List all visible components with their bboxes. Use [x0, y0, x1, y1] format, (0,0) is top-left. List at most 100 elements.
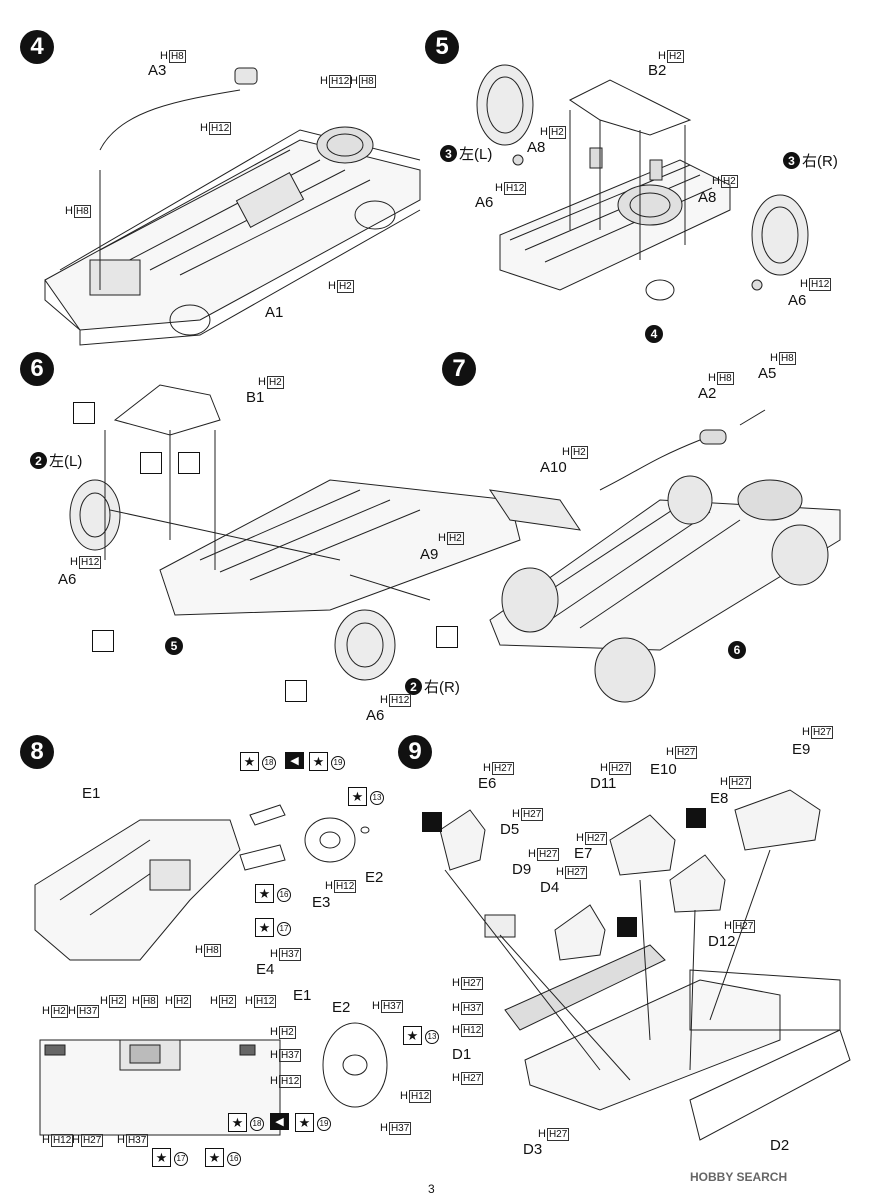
- part-label-b1: B1: [246, 389, 265, 406]
- part-label-e1: E1: [82, 785, 101, 802]
- decal-number: 18: [250, 1117, 264, 1131]
- decal-number: 13: [370, 791, 384, 805]
- step8-dashboard-drawing: [34, 804, 388, 1136]
- cement-icon: [178, 452, 200, 474]
- part-label-e9: E9: [792, 741, 811, 758]
- part-label-e4: E4: [256, 961, 275, 978]
- part-label-d3: D3: [523, 1141, 543, 1158]
- decal-number: 19: [331, 756, 345, 770]
- step-number-5: 5: [425, 30, 459, 64]
- part-label-a9: A9: [420, 546, 439, 563]
- part-label-e2: E2: [365, 869, 384, 886]
- step-number-7: 7: [442, 352, 476, 386]
- part-label-e6: E6: [478, 775, 497, 792]
- subassembly-ref-4: 4: [645, 325, 663, 343]
- part-label-a10: A10: [540, 459, 567, 476]
- part-label-a6-right: A6: [366, 707, 385, 724]
- decal-star-icon: ★: [309, 752, 328, 771]
- decal-star-icon: ★: [240, 752, 259, 771]
- part-label-e1-front: E1: [293, 987, 312, 1004]
- arrow-marker-icon: ◀: [270, 1113, 289, 1130]
- watermark: HOBBY SEARCH: [690, 1170, 788, 1184]
- step-number-9: 9: [398, 735, 432, 769]
- decal-star-icon: ★: [255, 918, 274, 937]
- decal-star-icon: ★: [205, 1148, 224, 1167]
- decal-number: 19: [317, 1117, 331, 1131]
- part-label-e10: E10: [650, 761, 677, 778]
- part-label-a2: A2: [698, 385, 717, 402]
- part-label-a8: A8: [527, 139, 546, 156]
- arrow-marker-icon: ◀: [285, 752, 304, 769]
- part-label-a8-right: A8: [698, 189, 717, 206]
- part-label-a3: A3: [148, 62, 167, 79]
- page-number: 3: [428, 1182, 435, 1196]
- decal-star-icon: ★: [403, 1026, 422, 1045]
- part-label-e3: E3: [312, 894, 331, 911]
- decal-star-icon: ★: [255, 884, 274, 903]
- decal-star-icon: ★: [228, 1113, 247, 1132]
- part-label-d2: D2: [770, 1137, 790, 1154]
- cement-icon: [140, 452, 162, 474]
- step7-complete-chassis-drawing: [488, 409, 841, 703]
- cement-icon: [73, 402, 95, 424]
- part-label-a6: A6: [58, 571, 77, 588]
- part-label-d4: D4: [540, 879, 560, 896]
- decal-number: 16: [227, 1152, 241, 1166]
- decal-star-icon: ★: [152, 1148, 171, 1167]
- part-label-e8: E8: [710, 790, 729, 807]
- step-number-6: 6: [20, 352, 54, 386]
- part-label-d12: D12: [708, 933, 736, 950]
- part-label-e7: E7: [574, 845, 593, 862]
- decal-number: 18: [262, 756, 276, 770]
- decal-number: 17: [174, 1152, 188, 1166]
- part-label-e2-wheel: E2: [332, 999, 351, 1016]
- part-label-d9: D9: [512, 861, 532, 878]
- part-label-d1: D1: [452, 1046, 472, 1063]
- step-number-8: 8: [20, 735, 54, 769]
- cement-icon: [285, 680, 307, 702]
- decal-star-icon: ★: [348, 787, 367, 806]
- subassembly-ref-5: 5: [165, 637, 183, 655]
- paint-scheme-icon: [617, 917, 637, 937]
- step5-suspension-drawing: [476, 64, 809, 301]
- part-label-a6: A6: [475, 194, 494, 211]
